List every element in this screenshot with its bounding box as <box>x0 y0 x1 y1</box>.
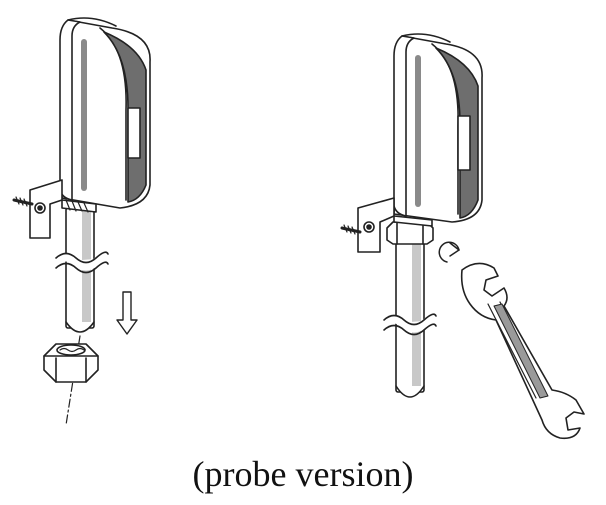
left-break-mark <box>52 251 112 274</box>
left-mounting-bracket <box>29 179 97 239</box>
left-probe-rod <box>65 207 95 426</box>
wrench-tool <box>460 262 585 440</box>
right-probe-rod <box>395 231 425 398</box>
right-mounting-screw <box>340 224 362 235</box>
down-arrow-icon <box>116 291 138 335</box>
right-mounting-bracket <box>357 197 433 253</box>
rotate-arrow-icon <box>438 241 460 263</box>
left-hex-nut <box>43 343 99 383</box>
left-mounting-screw <box>12 196 34 207</box>
figure-caption: (probe version) <box>192 454 414 494</box>
left-illustration <box>12 17 151 426</box>
right-illustration <box>340 33 585 440</box>
right-sensor-housing <box>393 33 483 223</box>
right-break-mark <box>380 313 440 336</box>
left-sensor-housing <box>59 17 151 209</box>
